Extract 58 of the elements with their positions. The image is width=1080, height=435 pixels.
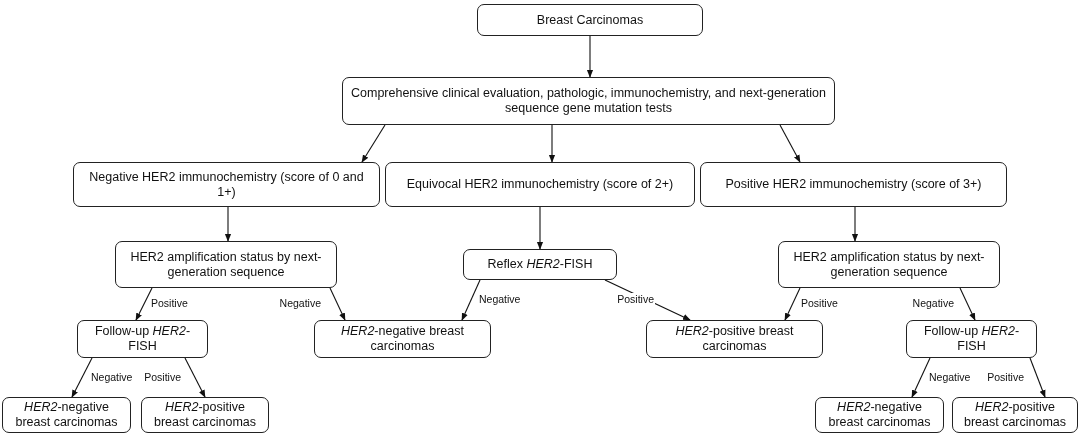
arrow (586, 35, 594, 78)
process-box (477, 4, 703, 36)
box-text: Follow-up HER2-FISH (922, 324, 1021, 354)
process-box (646, 320, 823, 358)
arrow (361, 124, 386, 163)
edge-label: Positive (986, 370, 1025, 383)
process-box (778, 241, 1000, 288)
process-box (463, 249, 617, 280)
process-box (906, 320, 1037, 358)
process-box (73, 162, 380, 207)
process-box (815, 397, 944, 433)
arrow (911, 357, 931, 398)
box-text: Equivocal HER2 immunochemistry (score of 2+) (406, 177, 674, 192)
box-text: Reflex HER2-FISH (487, 257, 593, 272)
edge-label: Positive (150, 297, 189, 309)
arrow (329, 287, 346, 321)
arrow (779, 124, 801, 163)
arrow (71, 357, 93, 398)
box-text: HER2-negative breast carcinomas (827, 400, 932, 430)
process-box (2, 397, 131, 433)
process-box (952, 397, 1078, 433)
box-text: HER2-positive breast carcinomas (674, 324, 795, 354)
edge-label: Negative (478, 293, 522, 305)
arrow (461, 279, 481, 321)
arrow (1029, 357, 1046, 398)
edge-label: Positive (143, 370, 182, 383)
box-text: Breast Carcinomas (536, 12, 644, 28)
process-box (385, 162, 695, 207)
process-box (700, 162, 1007, 207)
edge-label: Negative (911, 297, 955, 309)
box-text: HER2 amplification status by next-generation sequence (129, 249, 323, 280)
arrow (224, 206, 232, 242)
edge-label: Positive (616, 293, 655, 305)
process-box (342, 77, 835, 125)
arrow (784, 287, 801, 321)
box-text: Comprehensive clinical evaluation, pathologic, immunochemistry, and next-generation sequence gene mutation tests (350, 86, 827, 116)
edge-label: Negative (278, 297, 322, 309)
box-text: HER2-positive breast carcinomas (962, 400, 1068, 430)
box-text: HER2 amplification status by next-generation sequence (792, 249, 986, 280)
arrow (851, 206, 859, 242)
box-text: Follow-up HER2-FISH (93, 324, 192, 354)
box-text: HER2-negative breast carcinomas (14, 400, 119, 430)
process-box (141, 397, 269, 433)
arrow (184, 357, 206, 398)
box-text: HER2-negative breast carcinomas (340, 324, 465, 354)
process-box (314, 320, 491, 358)
edge-label: Positive (800, 297, 839, 309)
box-text: Negative HER2 immunochemistry (score of 0 and 1+) (88, 169, 365, 200)
edge-label: Negative (928, 370, 972, 383)
arrow (959, 287, 976, 321)
arrow (536, 206, 544, 250)
edge-label: Negative (90, 370, 134, 383)
box-text: Positive HER2 immunochemistry (score of 3+) (725, 177, 982, 192)
process-box (77, 320, 208, 358)
box-text: HER2-positive breast carcinomas (152, 400, 258, 430)
arrow (135, 287, 153, 321)
process-box (115, 241, 337, 288)
arrow (548, 124, 556, 163)
